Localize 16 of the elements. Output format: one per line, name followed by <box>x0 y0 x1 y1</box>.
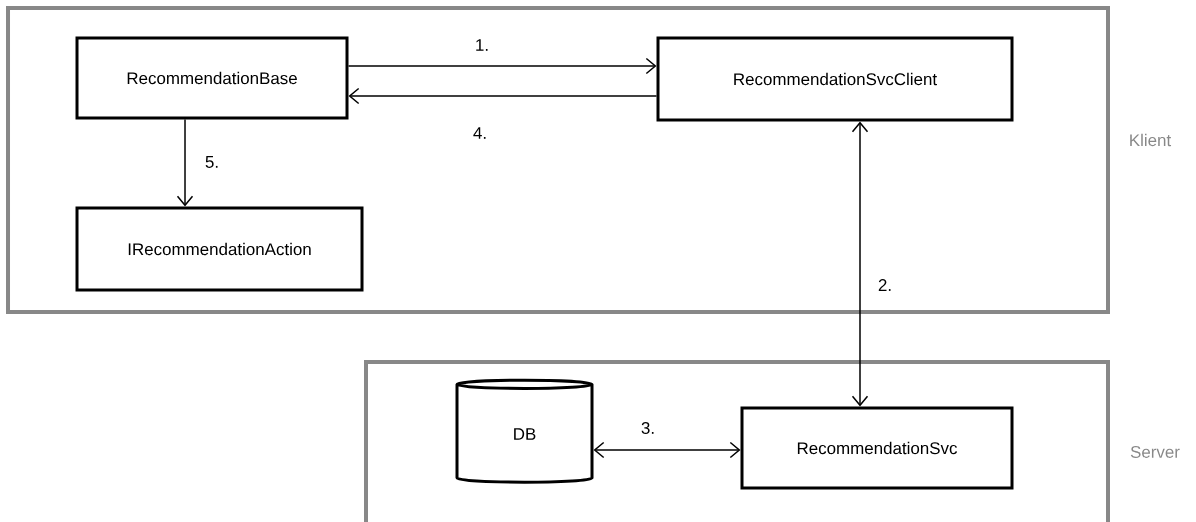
arrow <box>593 441 741 459</box>
class-box: RecommendationSvc <box>740 406 1014 490</box>
edge-label: 3. <box>639 421 657 435</box>
class-box: IRecommendationAction <box>75 206 364 292</box>
arrow <box>347 57 657 75</box>
edge-label: 5. <box>203 155 221 169</box>
arrow <box>176 118 194 207</box>
edge-label: 4. <box>471 126 489 140</box>
database-cylinder: DB <box>455 378 594 484</box>
arrow <box>851 121 869 407</box>
edge-label: 2. <box>876 278 894 292</box>
class-box: RecommendationSvcClient <box>656 36 1014 122</box>
edge-label: 1. <box>473 38 491 52</box>
node-label: Klient <box>1130 133 1172 147</box>
arrow <box>348 87 658 105</box>
class-box: RecommendationBase <box>75 36 349 120</box>
